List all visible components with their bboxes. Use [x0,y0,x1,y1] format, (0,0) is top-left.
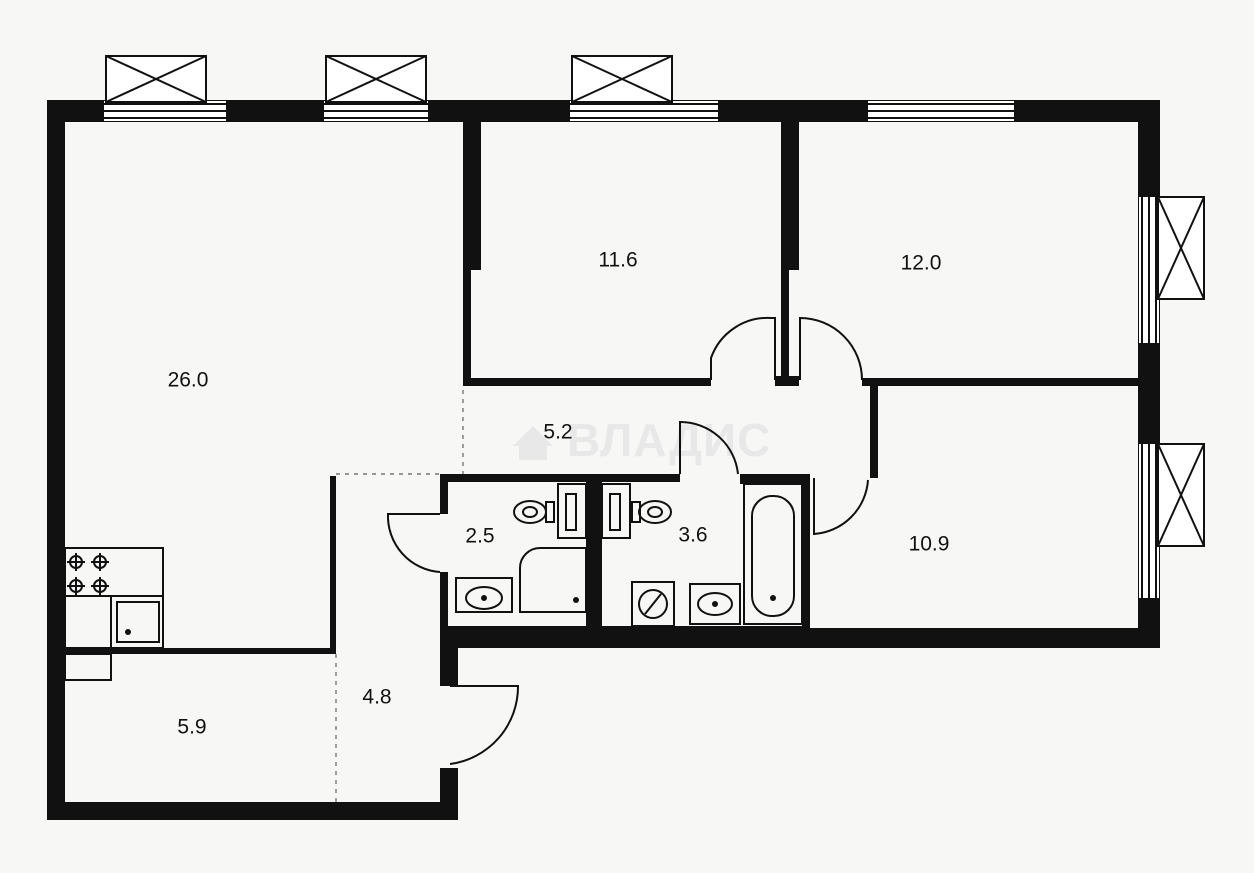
room-labels: 26.0 11.6 12.0 5.2 2.5 3.6 10.9 5.9 4.8 [168,249,950,739]
room-area-hallway: 5.2 [543,421,572,444]
room-area-entrance: 4.8 [362,686,391,709]
interior-walls [47,120,1140,654]
kitchen-sink-icon [116,601,160,643]
cabinet [557,483,587,539]
door-bathroom [679,420,739,475]
washing-machine-icon [631,581,675,627]
cabinet [601,483,631,539]
fridge [64,653,112,681]
room-area-wc: 2.5 [465,525,494,548]
watermark-text: ВЛАДИС [567,414,771,466]
wc-fixtures [455,483,587,613]
kitchen-fixtures [64,547,164,681]
toilet-icon [513,500,555,524]
door-wc [386,513,441,573]
door-bedroom-1 [710,316,776,380]
windows [104,101,1159,598]
bathroom-fixtures [601,483,803,627]
room-area-kitchen-area: 5.9 [177,716,206,739]
room-area-bathroom: 3.6 [678,524,707,547]
doors [386,316,869,765]
zone-boundaries [335,390,464,802]
room-area-living: 26.0 [168,369,209,392]
toilet-icon [631,500,672,524]
room-area-bedroom-1: 11.6 [598,249,637,272]
balconies [105,55,1205,547]
house-icon [513,426,553,460]
bathtub-icon [743,483,803,625]
shower-icon [519,547,587,613]
room-area-bedroom-3: 10.9 [909,533,950,556]
wc-sink-icon [455,577,513,613]
door-bedroom-2 [799,316,863,381]
door-entrance [449,685,520,765]
stove-icon [67,553,109,595]
watermark: ВЛАДИС [513,414,771,466]
room-area-bedroom-2: 12.0 [901,252,942,275]
bathroom-sink-icon [689,583,741,625]
kitchen-counter [64,547,164,649]
door-bedroom-3 [813,478,869,536]
